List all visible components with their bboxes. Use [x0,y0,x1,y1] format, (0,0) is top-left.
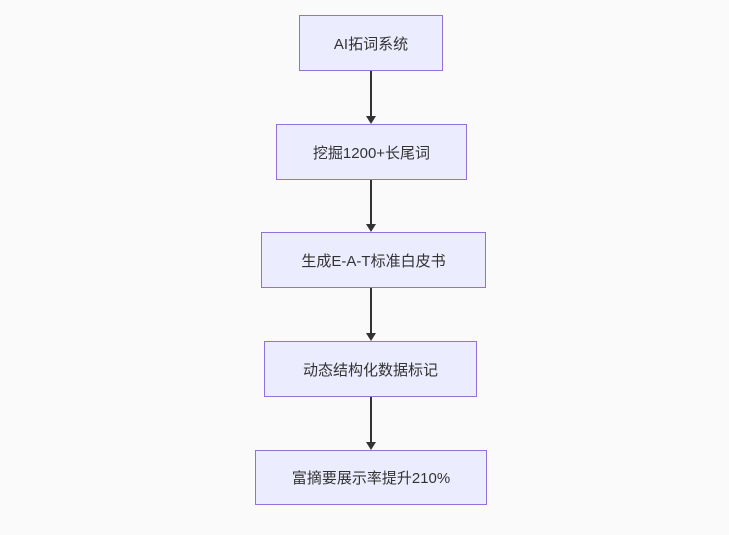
flow-node-rich-snippet-result: 富摘要展示率提升210% [255,450,487,505]
flow-connector-4 [364,397,378,450]
arrow-line [370,397,372,443]
arrowhead-down-icon [366,224,376,232]
arrowhead-down-icon [366,116,376,124]
flow-connector-3 [364,288,378,341]
flow-node-label: 生成E-A-T标准白皮书 [301,252,446,270]
flow-node-structured-data-markup: 动态结构化数据标记 [264,341,477,397]
flow-node-label: 动态结构化数据标记 [302,361,438,379]
arrow-line [370,71,372,117]
flow-connector-1 [364,71,378,124]
flow-node-label: 挖掘1200+长尾词 [312,144,431,162]
flow-node-label: 富摘要展示率提升210% [291,470,451,487]
arrowhead-down-icon [366,442,376,450]
flow-connector-2 [364,180,378,232]
flow-node-label: AI拓词系统 [333,35,409,53]
flow-node-eat-whitepaper: 生成E-A-T标准白皮书 [261,232,486,288]
arrow-line [370,288,372,334]
flow-node-ai-keyword-system: AI拓词系统 [299,15,443,71]
arrow-line [370,180,372,225]
arrowhead-down-icon [366,333,376,341]
flow-node-longtail-mining: 挖掘1200+长尾词 [276,124,467,180]
